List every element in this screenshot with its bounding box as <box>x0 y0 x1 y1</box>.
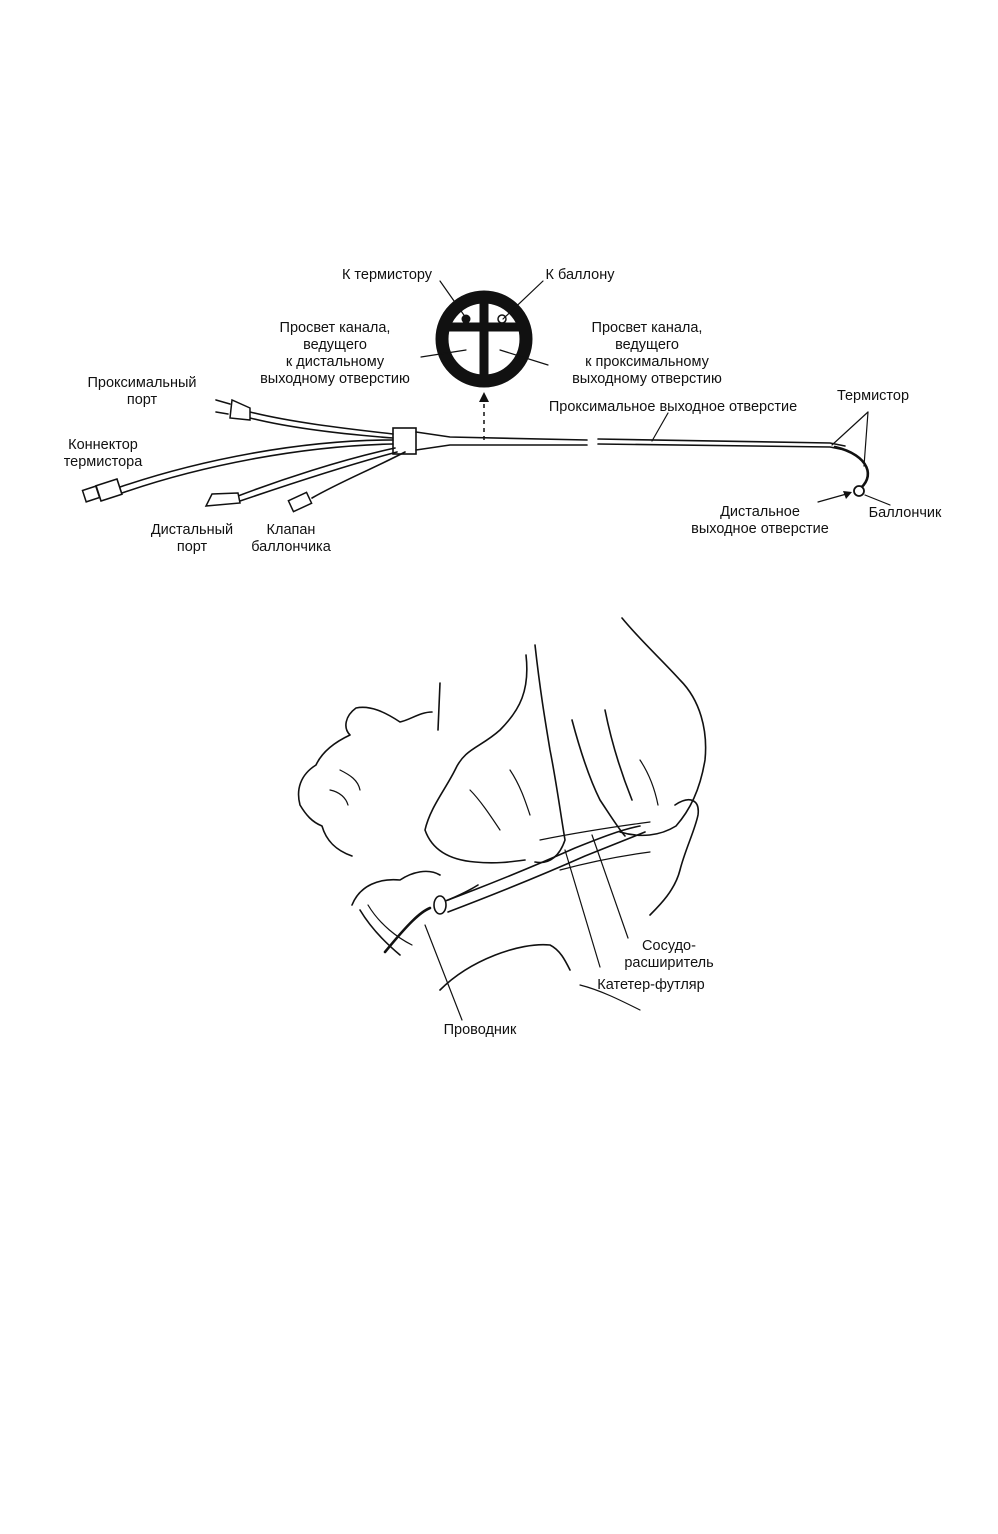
distal-port-line <box>237 447 396 497</box>
label-distal-lumen-2: ведущего <box>303 337 367 353</box>
label-balloon-valve-2: баллончика <box>251 539 332 555</box>
label-sheath: Катетер-футляр <box>597 977 704 993</box>
label-thermistor-connector-1: Коннектор <box>68 437 138 453</box>
label-distal-port-2: порт <box>177 539 208 555</box>
left-hand-outline <box>424 654 528 864</box>
ear-outline <box>351 870 441 906</box>
drape-edge <box>649 799 700 916</box>
catheter-hub <box>392 427 417 455</box>
label-balloon: Баллончик <box>869 505 942 521</box>
proximal-port-icon <box>229 398 251 421</box>
leader-dilator <box>591 834 629 939</box>
label-distal-lumen-4: выходному отверстию <box>260 371 410 387</box>
face-detail-2 <box>329 789 349 806</box>
label-to-thermistor: К термистору <box>342 267 433 283</box>
label-distal-lumen-3: к дистальному <box>286 354 385 370</box>
balloon-valve-line <box>311 451 406 499</box>
leader-guidewire <box>424 924 463 1021</box>
sheath-line-2 <box>447 831 646 913</box>
face-detail <box>339 769 361 791</box>
label-dilator-2: расширитель <box>624 955 713 971</box>
neck-line <box>367 904 413 946</box>
proximal-port-cap-2 <box>215 411 229 415</box>
section-arrow-head-icon <box>479 392 489 402</box>
label-dilator-1: Сосудо- <box>642 938 696 954</box>
neck-line-2 <box>359 909 401 956</box>
leader-thermistor-1 <box>831 411 869 446</box>
distal-port-icon <box>204 492 241 507</box>
label-proximal-lumen-3: к проксимальному <box>585 354 709 370</box>
face-profile <box>297 706 433 857</box>
label-balloon-valve-1: Клапан <box>267 522 316 538</box>
label-distal-outlet-1: Дистальное <box>720 504 800 520</box>
catheter-figure: К термистору К баллону Просвет канала, в… <box>64 267 942 555</box>
label-proximal-outlet: Проксимальное выходное отверстие <box>549 399 797 415</box>
head-edge <box>437 682 441 731</box>
label-distal-lumen-1: Просвет канала, <box>280 320 391 336</box>
label-proximal-port-2: порт <box>127 392 158 408</box>
catheter-body-top <box>415 431 588 441</box>
proximal-port-line-2 <box>249 417 394 439</box>
shoulder-contour <box>439 943 571 991</box>
label-proximal-lumen-1: Просвет канала, <box>592 320 703 336</box>
leader-distal-lumen <box>420 349 467 358</box>
label-guidewire: Проводник <box>444 1022 517 1038</box>
label-distal-port-1: Дистальный <box>151 522 233 538</box>
leader-sheath <box>564 849 601 968</box>
dilator-hub <box>447 884 479 901</box>
proximal-port-line <box>249 411 394 435</box>
drape-fold <box>539 821 651 841</box>
leader-balloon <box>864 494 891 506</box>
leader-proximal-outlet <box>651 412 669 442</box>
catheter-distal-top <box>597 438 846 447</box>
leader-thermistor-2 <box>863 411 869 467</box>
left-hand-crease <box>469 789 501 831</box>
label-thermistor: Термистор <box>837 388 909 404</box>
label-proximal-port-1: Проксимальный <box>88 375 197 391</box>
sheath-line <box>439 825 641 904</box>
balloon-icon <box>853 485 865 497</box>
distal-outlet-arrow-icon <box>843 491 852 499</box>
label-proximal-lumen-2: ведущего <box>615 337 679 353</box>
thermistor-connector-plug-icon <box>81 485 101 503</box>
guidewire <box>383 906 432 954</box>
distal-port-line-2 <box>239 451 398 502</box>
leader-to-balloon <box>502 280 544 320</box>
catheter-distal-bottom <box>597 443 846 451</box>
leader-proximal-lumen <box>499 349 549 366</box>
drape-fold-2 <box>559 851 651 871</box>
right-hand-outline <box>619 617 707 837</box>
label-thermistor-connector-2: термистора <box>64 454 144 470</box>
sheath-hub-icon <box>433 895 447 915</box>
left-hand-finger <box>534 644 566 864</box>
proximal-port-cap <box>215 399 231 405</box>
catheter-curved-tip <box>833 445 870 492</box>
right-hand-finger-2 <box>604 709 633 801</box>
balloon-valve-icon <box>287 491 313 513</box>
chest-contour <box>579 984 641 1011</box>
label-distal-outlet-2: выходное отверстие <box>691 521 829 537</box>
right-hand-finger <box>571 719 626 837</box>
label-to-balloon: К баллону <box>546 267 616 283</box>
catheter-body-bottom <box>415 444 588 451</box>
right-hand-crease <box>639 759 659 806</box>
leader-to-thermistor <box>439 280 467 319</box>
cross-section-icon <box>435 290 533 388</box>
label-proximal-lumen-4: выходному отверстию <box>572 371 722 387</box>
thermistor-cable <box>119 439 394 488</box>
thermistor-cable-2 <box>121 443 394 494</box>
insertion-figure: Сосудо- расширитель Катетер-футляр Прово… <box>297 617 714 1038</box>
left-hand-crease-2 <box>509 769 531 816</box>
